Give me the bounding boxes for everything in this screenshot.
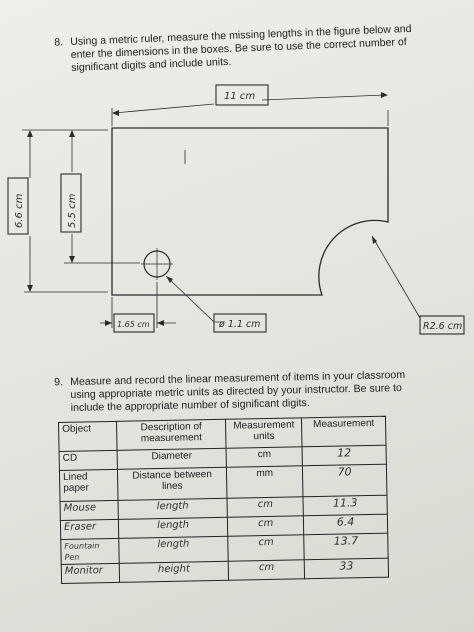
header-object: Object	[58, 421, 117, 452]
arc-answer-box	[419, 315, 465, 335]
cell-object: Mouse	[60, 500, 119, 521]
cell-object: Fountain Pen	[60, 538, 120, 565]
cell-object: Eraser	[60, 519, 119, 540]
cell-description: length	[118, 536, 229, 564]
left-extension-lines	[22, 129, 108, 293]
top-answer-box	[215, 84, 269, 106]
cell-description: height	[119, 561, 229, 583]
cell-units: cm	[227, 515, 304, 537]
cell-description: length	[117, 498, 228, 520]
shape-outline	[111, 127, 389, 296]
hole-leader-arrowhead	[166, 276, 173, 283]
cell-units: mm	[226, 465, 304, 499]
measurement-table-wrap: Object Description of measurement Measur…	[58, 416, 389, 584]
top-extension-lines	[111, 108, 389, 126]
arc-radius-value: R2.6 cm	[423, 321, 462, 332]
header-units: Measurement units	[225, 417, 303, 449]
cell-object: Monitor	[61, 563, 120, 584]
hole-leader	[165, 275, 224, 323]
cell-units: cm	[227, 496, 304, 518]
cell-description: length	[118, 517, 229, 539]
arc-leader-arrowhead	[372, 236, 377, 244]
cell-units: cm	[228, 534, 305, 562]
cell-measurement: 11.3	[303, 495, 388, 516]
cell-object: CD	[59, 450, 118, 471]
top-dimension-line	[113, 94, 387, 114]
question-9: 9. Measure and record the linear measure…	[54, 368, 411, 415]
cell-units: cm	[228, 559, 305, 581]
cell-measurement: 70	[302, 464, 387, 497]
cell-units: cm	[226, 446, 303, 468]
cell-description: Diameter	[116, 448, 227, 470]
cell-measurement: 12	[302, 445, 387, 466]
hole-centerline	[141, 248, 173, 280]
hole-diameter-value: ø 1.1 cm	[218, 319, 260, 330]
measurement-table: Object Description of measurement Measur…	[58, 416, 389, 584]
cell-measurement: 13.7	[303, 533, 389, 560]
cell-description: Distance between lines	[117, 467, 228, 501]
left-height-value: 6.6 cm	[14, 193, 25, 228]
cell-measurement: 6.4	[303, 514, 388, 535]
header-measurement: Measurement	[301, 416, 387, 447]
hole-offset-value: 1.65 cm	[117, 320, 150, 329]
header-description: Description of measurement	[116, 419, 227, 451]
question-9-number: 9.	[54, 376, 64, 389]
left-answer-box	[7, 177, 29, 235]
cell-object: Lined paper	[59, 469, 118, 502]
question-9-text: Measure and record the linear measuremen…	[70, 368, 406, 414]
inner-answer-box	[60, 173, 82, 233]
arc-leader	[371, 235, 421, 319]
bottom-answer-box	[113, 313, 155, 333]
inner-height-value: 5.5 cm	[67, 193, 78, 228]
top-width-value: 11 cm	[224, 91, 255, 102]
cell-measurement: 33	[304, 558, 389, 579]
hole-answer-box	[213, 313, 267, 333]
